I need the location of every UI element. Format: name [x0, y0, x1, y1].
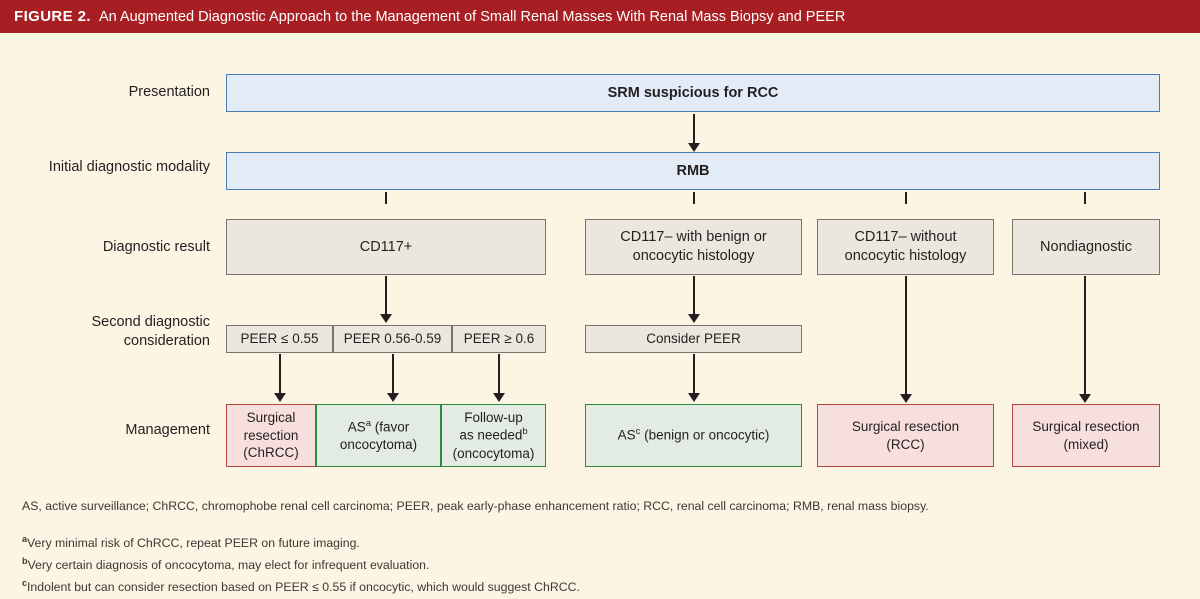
management-box-surgical-mixed[interactable]: Surgical resection (mixed) — [1012, 404, 1160, 467]
diagnostic-result-box-cd117-without[interactable]: CD117– without oncocytic histology — [817, 219, 994, 275]
figure-title-text: An Augmented Diagnostic Approach to the … — [98, 8, 846, 25]
footnotes-block: AS, active surveillance; ChRCC, chromoph… — [22, 499, 1172, 599]
footnote-b-text: Very certain diagnosis of oncocytoma, ma… — [27, 558, 430, 573]
second-consideration-box-consider-peer[interactable]: Consider PEER — [585, 325, 802, 353]
diagnostic-result-box-cd117-positive[interactable]: CD117+ — [226, 219, 546, 275]
figure-number-label: FIGURE 2. — [14, 8, 91, 25]
footnote-a-text: Very minimal risk of ChRCC, repeat PEER … — [27, 536, 360, 551]
second-consideration-box-peer-high[interactable]: PEER ≥ 0.6 — [452, 325, 546, 353]
row-label-second-consideration: Second diagnostic consideration — [91, 314, 211, 350]
diagram-canvas: Presentation Initial diagnostic modality… — [0, 33, 1200, 599]
footnote-c-text: Indolent but can consider resection base… — [27, 580, 580, 595]
footnote-abbreviations: AS, active surveillance; ChRCC, chromoph… — [22, 499, 929, 513]
footnote-a-marker: a — [22, 534, 28, 544]
management-box-as-benign-oncocytic[interactable]: ASc (benign or oncocytic) — [585, 404, 802, 467]
row-label-management: Management — [125, 422, 210, 438]
row-label-diagnostic-result: Diagnostic result — [102, 239, 210, 255]
footnote-c-marker: c — [22, 578, 28, 588]
management-box-surgical-rcc[interactable]: Surgical resection (RCC) — [817, 404, 994, 467]
footnote-c: cIndolent but can consider resection bas… — [22, 578, 580, 594]
diagnostic-result-box-cd117-benign[interactable]: CD117– with benign or oncocytic histolog… — [585, 219, 802, 275]
second-consideration-box-peer-low[interactable]: PEER ≤ 0.55 — [226, 325, 333, 353]
management-box-as-favor-oncocytoma[interactable]: ASa (favor oncocytoma) — [316, 404, 441, 467]
row-label-presentation: Presentation — [128, 84, 210, 100]
presentation-box[interactable]: SRM suspicious for RCC — [226, 74, 1160, 112]
rmb-box[interactable]: RMB — [226, 152, 1160, 190]
row-label-initial-modality: Initial diagnostic modality — [48, 159, 210, 175]
footnote-b-marker: b — [22, 556, 28, 566]
second-consideration-box-peer-mid[interactable]: PEER 0.56-0.59 — [333, 325, 452, 353]
diagnostic-result-box-nondiagnostic[interactable]: Nondiagnostic — [1012, 219, 1160, 275]
management-box-surgical-chrcc[interactable]: Surgical resection (ChRCC) — [226, 404, 316, 467]
management-label-followup: Follow-up as neededb (oncocytoma) — [452, 409, 535, 461]
management-box-followup-as-needed[interactable]: Follow-up as neededb (oncocytoma) — [441, 404, 546, 467]
management-label-as-favor: ASa (favor oncocytoma) — [339, 417, 418, 452]
footnote-a: aVery minimal risk of ChRCC, repeat PEER… — [22, 534, 360, 550]
figure-header-banner: FIGURE 2. An Augmented Diagnostic Approa… — [0, 0, 1200, 33]
footnote-b: bVery certain diagnosis of oncocytoma, m… — [22, 556, 429, 572]
management-label-as-benign: ASc (benign or oncocytic) — [617, 426, 770, 443]
